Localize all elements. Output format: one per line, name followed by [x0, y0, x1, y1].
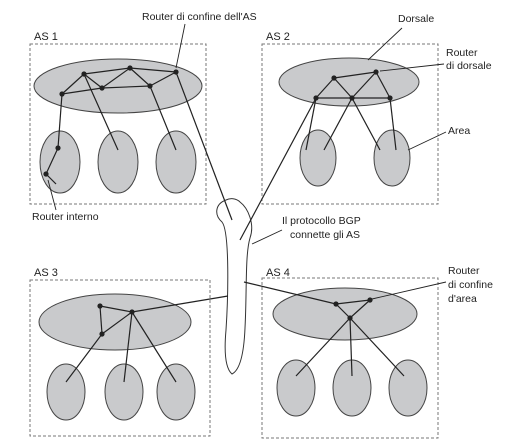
bgp-connector: [216, 198, 253, 375]
as3-backbone: [38, 293, 192, 351]
label-router-dorsale-2: di dorsale: [446, 60, 492, 72]
as2-label: AS 2: [266, 31, 290, 43]
label-bgp-1: Il protocollo BGP: [282, 215, 361, 227]
as4-area-3: [388, 359, 428, 417]
label-router-confine-area-3: d'area: [448, 293, 477, 305]
pointer-router-confine-as: [175, 23, 186, 69]
as3-links: [65, 295, 229, 383]
as4-routers: [333, 297, 373, 321]
as1-backbone: [33, 58, 203, 114]
label-area: Area: [448, 125, 470, 137]
label-router-dorsale-1: Router: [446, 47, 478, 59]
pointer-router-confine-area: [371, 281, 447, 300]
as2-area-2: [373, 129, 411, 187]
as1-links: [45, 67, 233, 221]
as1-area-3: [155, 130, 197, 194]
pointer-dorsale: [367, 27, 403, 61]
as3-area-1: [46, 363, 86, 421]
label-router-confine-area-1: Router: [448, 265, 480, 277]
label-router-interno: Router interno: [32, 211, 99, 223]
as3-area-2: [104, 363, 144, 421]
as4-backbone: [272, 287, 418, 341]
as3-label: AS 3: [34, 267, 58, 279]
pointer-area: [407, 131, 447, 151]
as2-backbone: [278, 57, 420, 107]
as2-routers: [313, 69, 393, 101]
as4-links: [243, 281, 405, 377]
pointer-router-dorsale: [379, 63, 445, 72]
as4-box: [261, 277, 439, 439]
pointer-router-interno: [47, 179, 57, 211]
label-bgp-2: connette gli AS: [290, 229, 360, 241]
as1-area-2: [97, 130, 139, 194]
as4-area-1: [276, 359, 316, 417]
as3-box: [29, 279, 211, 437]
as3-area-3: [156, 363, 196, 421]
as2-box: [261, 43, 439, 205]
as1-routers: [43, 65, 179, 177]
label-dorsale: Dorsale: [398, 13, 434, 25]
as4-label: AS 4: [266, 267, 290, 279]
label-router-confine-as: Router di confine dell'AS: [142, 11, 257, 23]
as3-routers: [97, 303, 135, 337]
as1-label: AS 1: [34, 31, 58, 43]
pointer-bgp: [251, 229, 283, 245]
as1-box: [29, 43, 207, 205]
as2-links: [239, 71, 397, 241]
as1-area-1: [39, 130, 81, 194]
label-router-confine-area-2: di confine: [448, 279, 493, 291]
